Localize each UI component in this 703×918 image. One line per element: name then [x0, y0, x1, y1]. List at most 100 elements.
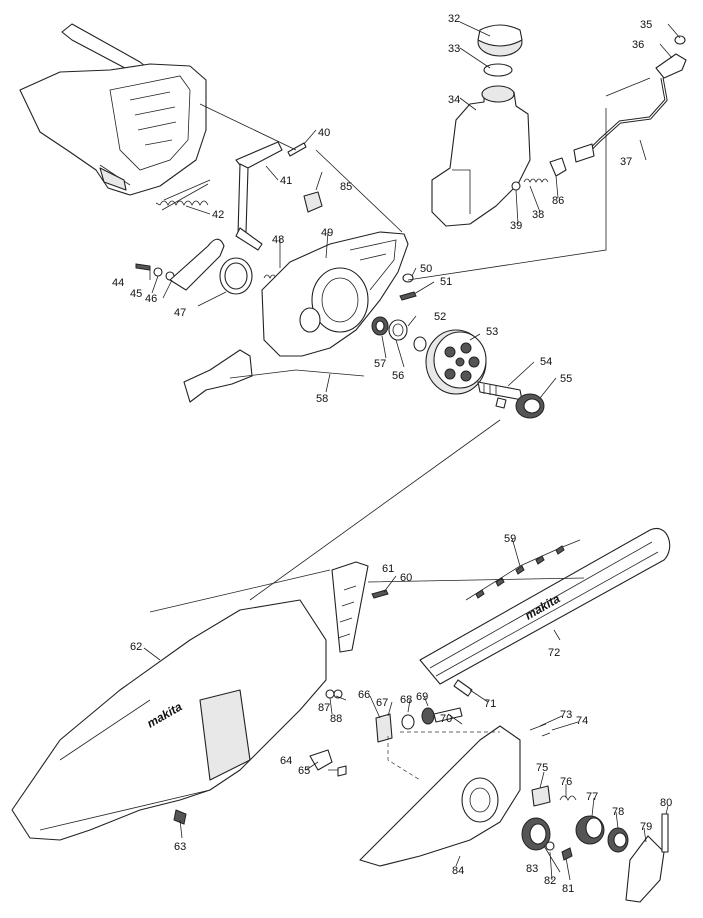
label-47: 47	[174, 307, 186, 319]
part-61-bumper-spike	[331, 561, 369, 653]
label-79: 79	[640, 821, 652, 833]
label-40: 40	[318, 127, 330, 139]
part-47-ring	[219, 257, 253, 295]
part-81-screw	[561, 847, 573, 861]
label-88: 88	[330, 713, 342, 725]
part-80-pin	[661, 813, 669, 853]
label-46: 46	[145, 293, 157, 305]
label-50: 50	[420, 263, 432, 275]
label-56: 56	[392, 370, 404, 382]
part-65-clip	[337, 765, 347, 777]
label-75: 75	[536, 762, 548, 774]
part-59-saw-chain	[465, 539, 581, 601]
label-63: 63	[174, 841, 186, 853]
label-53: 53	[486, 326, 498, 338]
label-33: 33	[448, 43, 460, 55]
label-82: 82	[544, 875, 556, 887]
label-80: 80	[660, 797, 672, 809]
part-64-sprocket	[309, 749, 333, 771]
part-84-sprocket-cover	[359, 725, 521, 867]
label-61: 61	[382, 563, 394, 575]
part-46-band	[169, 238, 225, 291]
part-86-clip	[549, 157, 567, 177]
label-77: 77	[586, 791, 598, 803]
assembly-lines	[149, 77, 651, 781]
label-81: 81	[562, 883, 574, 895]
label-74: 74	[576, 715, 588, 727]
label-66: 66	[358, 689, 370, 701]
part-76-spring	[559, 795, 577, 801]
part-75-cap	[531, 785, 551, 807]
label-58: 58	[316, 393, 328, 405]
label-65: 65	[298, 765, 310, 777]
part-42-spring	[155, 179, 211, 211]
part-71-pin	[453, 679, 473, 697]
part-69-70-adjuster	[421, 707, 463, 725]
part-32-cap	[477, 24, 523, 57]
label-44: 44	[112, 277, 124, 289]
label-72: 72	[548, 647, 560, 659]
part-82-washer	[545, 841, 555, 851]
label-34: 34	[448, 94, 460, 106]
label-83: 83	[526, 863, 538, 875]
label-48: 48	[272, 234, 284, 246]
label-60: 60	[400, 572, 412, 584]
part-38-spring	[523, 178, 549, 183]
label-38: 38	[532, 209, 544, 221]
part-77-knob	[575, 815, 605, 845]
label-70: 70	[440, 713, 452, 725]
label-67: 67	[376, 697, 388, 709]
label-39: 39	[510, 220, 522, 232]
part-52-washer	[413, 336, 427, 352]
rear-handle-housing	[19, 23, 207, 196]
part-78-ring	[607, 827, 629, 853]
part-58-lever	[183, 349, 365, 403]
part-72-guide-bar	[419, 527, 671, 685]
label-57: 57	[374, 358, 386, 370]
label-76: 76	[560, 776, 572, 788]
label-45: 45	[130, 288, 142, 300]
label-37: 37	[620, 156, 632, 168]
label-55: 55	[560, 373, 572, 385]
label-36: 36	[632, 39, 644, 51]
label-68: 68	[400, 694, 412, 706]
part-68-nut	[401, 714, 415, 730]
label-84: 84	[452, 865, 464, 877]
part-36-fitting	[655, 53, 687, 79]
part-57-bearing	[371, 316, 389, 336]
part-44-screw	[135, 263, 151, 271]
part-labels: 32 33 34 35 36 37 38 39 40 41 42 44 45 4…	[112, 13, 672, 895]
label-32: 32	[448, 13, 460, 25]
part-56-ring	[388, 319, 408, 341]
part-55-bearing	[515, 393, 545, 419]
part-49-gear-housing	[261, 231, 409, 357]
label-49: 49	[321, 227, 333, 239]
part-39-ball	[511, 181, 521, 191]
part-37-oil-hose	[573, 77, 668, 163]
part-73-74-screw	[529, 723, 551, 737]
part-63-screw	[173, 809, 187, 825]
label-69: 69	[416, 691, 428, 703]
label-62: 62	[130, 641, 142, 653]
label-87: 87	[318, 702, 330, 714]
part-35-o-ring	[674, 35, 686, 45]
label-42: 42	[212, 209, 224, 221]
label-85: 85	[340, 181, 352, 193]
label-71: 71	[484, 698, 496, 710]
part-53-gear	[425, 329, 487, 395]
part-54-shaft	[477, 381, 523, 409]
label-52: 52	[434, 311, 446, 323]
label-73: 73	[560, 709, 572, 721]
part-34-oil-tank	[431, 85, 531, 227]
part-41-lever	[235, 141, 283, 251]
part-40-pin	[287, 142, 307, 157]
part-51-screw	[399, 291, 417, 301]
part-33-gasket	[483, 63, 513, 77]
part-83-knob	[521, 817, 551, 851]
label-78: 78	[612, 806, 624, 818]
part-62-main-housing	[11, 599, 327, 841]
label-51: 51	[440, 276, 452, 288]
label-64: 64	[280, 755, 292, 767]
label-54: 54	[540, 356, 552, 368]
